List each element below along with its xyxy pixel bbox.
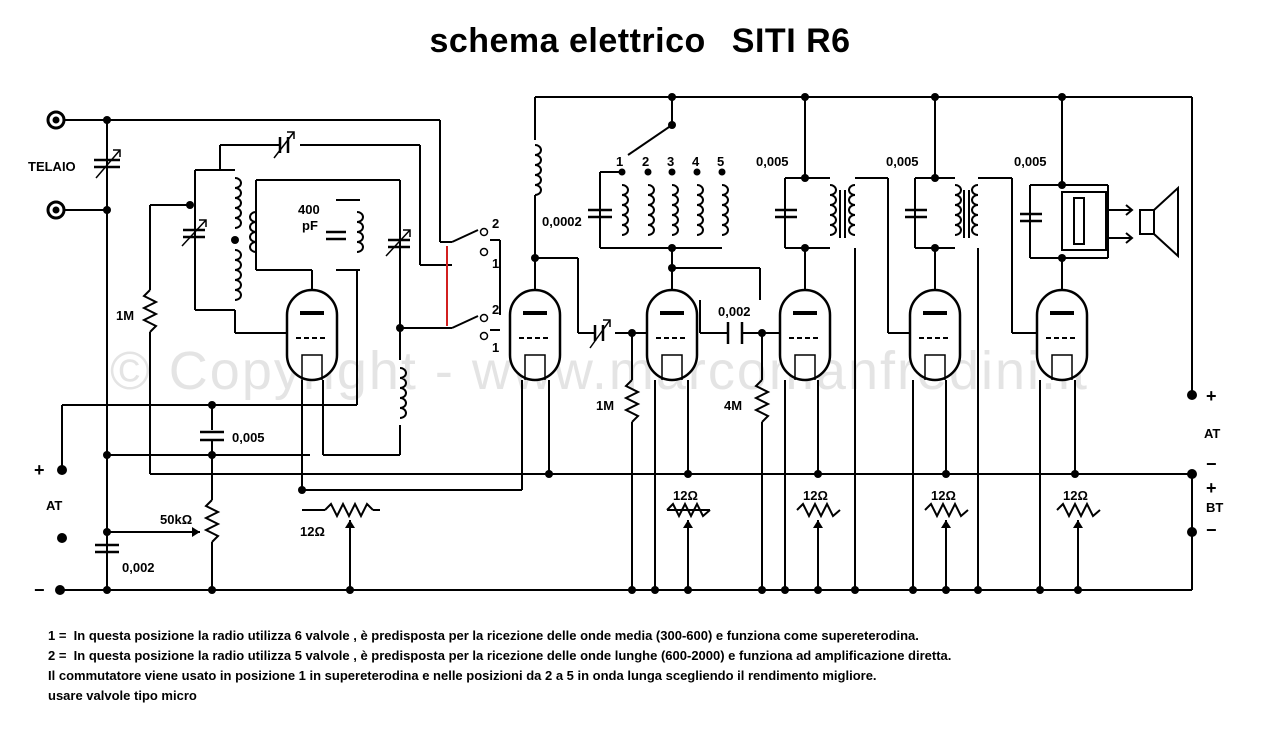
label-c-0005-a: 0,005 (756, 154, 789, 169)
schematic: TELAIO + AT − 1M 400 pF 0,005 0,002 50kΩ… (28, 93, 1223, 600)
label-at-right-minus: − (1206, 454, 1217, 474)
label-c-0005-left: 0,005 (232, 430, 265, 445)
label-sw-top-2: 2 (492, 216, 499, 231)
label-r-12-4: 12Ω (931, 488, 956, 503)
note-3: Il commutatore viene usato in posizione … (48, 668, 877, 683)
label-r-12-2: 12Ω (673, 488, 698, 503)
label-c-00002: 0,0002 (542, 214, 582, 229)
label-sel-2: 2 (642, 154, 649, 169)
label-r-1m-mid: 1M (596, 398, 614, 413)
label-pot-50k: 50kΩ (160, 512, 192, 527)
label-bt-plus: + (1206, 478, 1217, 498)
note-2: 2 = In questa posizione la radio utilizz… (48, 648, 952, 663)
label-sw-bot-1: 1 (492, 340, 499, 355)
label-r-4m: 4M (724, 398, 742, 413)
label-sel-5: 5 (717, 154, 724, 169)
label-r-1m-left: 1M (116, 308, 134, 323)
label-r-12-1: 12Ω (300, 524, 325, 539)
label-c-400-unit: pF (302, 218, 318, 233)
label-c-0002-mid: 0,002 (718, 304, 751, 319)
note-1: 1 = In questa posizione la radio utilizz… (48, 628, 919, 643)
label-telaio: TELAIO (28, 159, 76, 174)
diagram-title: schema elettrico SITI R6 (0, 22, 1280, 61)
title-model: SITI R6 (731, 22, 851, 60)
label-r-12-3: 12Ω (803, 488, 828, 503)
label-bt-minus: − (1206, 520, 1217, 540)
label-sw-top-1: 1 (492, 256, 499, 271)
notes: 1 = In questa posizione la radio utilizz… (48, 626, 951, 706)
title-main: schema elettrico (429, 22, 706, 60)
label-at-minus: − (34, 580, 45, 600)
label-c-400: 400 (298, 202, 320, 217)
label-c-0005-c: 0,005 (1014, 154, 1047, 169)
label-sel-1: 1 (616, 154, 623, 169)
label-c-0002-bottom: 0,002 (122, 560, 155, 575)
label-sw-bot-2: 2 (492, 302, 499, 317)
label-sel-4: 4 (692, 154, 700, 169)
label-at-plus: + (34, 460, 45, 480)
label-at-right: AT (1204, 426, 1220, 441)
note-4: usare valvole tipo micro (48, 688, 197, 703)
label-at-right-plus: + (1206, 386, 1217, 406)
label-r-12-5: 12Ω (1063, 488, 1088, 503)
label-at-left: AT (46, 498, 62, 513)
label-sel-3: 3 (667, 154, 674, 169)
label-c-0005-b: 0,005 (886, 154, 919, 169)
label-bt: BT (1206, 500, 1223, 515)
